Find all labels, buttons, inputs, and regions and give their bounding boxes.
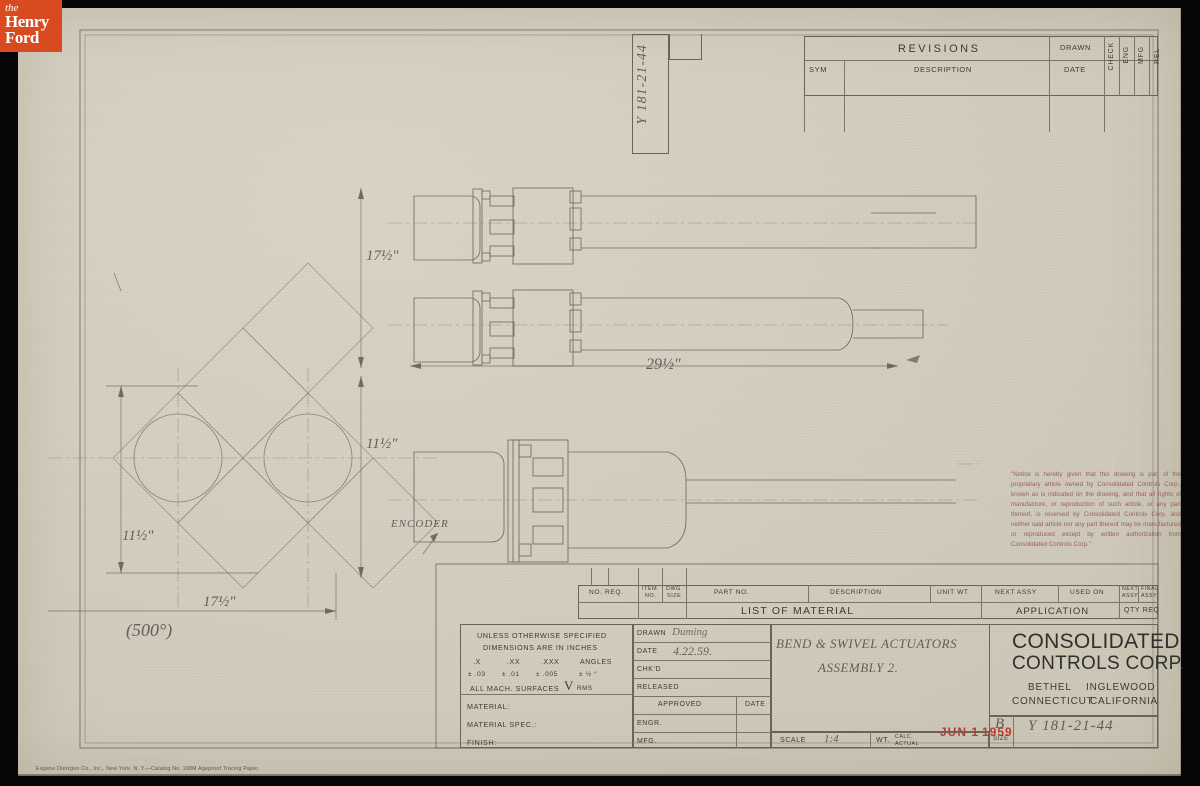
size-letter-value: B xyxy=(995,716,1005,732)
tolerance-col-angles: ANGLES xyxy=(580,659,612,666)
photo-edge-bottom xyxy=(0,774,1200,786)
revisions-col-eng: ENG xyxy=(1123,46,1130,64)
angle-note: (500°) xyxy=(126,620,173,640)
lom-header-dwg-size-line1: DWG xyxy=(666,586,681,592)
released-label: RELEASED xyxy=(637,684,680,691)
tolerance-col-xx: .XX xyxy=(507,659,521,666)
lom-band-title: LIST OF MATERIAL xyxy=(741,605,855,617)
tolerance-line2: DIMENSIONS ARE IN INCHES xyxy=(483,643,598,652)
company-state-california: CALIFORNIA xyxy=(1090,696,1159,707)
scale-label: SCALE xyxy=(780,737,806,744)
lom-header-item-no-line2: NO. xyxy=(645,593,657,599)
lom-header-next-assy-2-line2: ASSY xyxy=(1122,593,1139,599)
company-state-connecticut: CONNECTICUT xyxy=(1012,696,1094,707)
dimension-11-half-elevation: 11½" xyxy=(366,436,398,452)
tolerance-col-xxx: .XXX xyxy=(541,659,560,666)
revisions-col-check: CHECK xyxy=(1108,42,1115,71)
engr-label: ENGR. xyxy=(637,720,663,727)
revisions-col-rel: REL xyxy=(1154,48,1161,65)
checked-label: CHK'D xyxy=(637,666,662,673)
size-drawing-number-block xyxy=(989,716,1158,748)
lom-header-final-assy-line2: ASSY xyxy=(1141,593,1158,599)
lom-header-part-no: PART NO. xyxy=(714,589,750,596)
dimension-11-half-plan: 11½" xyxy=(122,528,154,544)
machined-surfaces-label: ALL MACH. SURFACES xyxy=(470,684,560,693)
tolerance-val-angles: ± ½ ° xyxy=(579,671,598,678)
lom-header-unit-wt: UNIT WT xyxy=(937,589,969,596)
drawing-number-box xyxy=(632,34,669,154)
weight-actual-label: ACTUAL xyxy=(895,741,920,747)
revisions-table xyxy=(804,36,1158,96)
company-city-bethel: BETHEL xyxy=(1028,682,1072,693)
qty-req-band-title: QTY REQ xyxy=(1124,607,1160,614)
tolerance-line1: UNLESS OTHERWISE SPECIFIED xyxy=(477,631,607,640)
company-block xyxy=(989,624,1158,716)
title-line1: BEND & SWIVEL ACTUATORS xyxy=(776,636,958,651)
scale-weight-row xyxy=(771,732,989,748)
revisions-col-description: DESCRIPTION xyxy=(914,65,972,74)
weight-calc-label: CALC. xyxy=(895,734,914,740)
lom-header-description: DESCRIPTION xyxy=(830,589,882,596)
footer-credit: Eugene Dietzgen Co., Inc., New York, N. … xyxy=(36,766,260,772)
tolerance-val-x: ± .03 xyxy=(468,671,486,678)
drawn-value: Duming xyxy=(672,626,708,638)
drawing-number-value: Y 181-21-44 xyxy=(1028,718,1114,734)
lom-header-next-assy: NEXT ASSY xyxy=(995,589,1037,596)
scale-value: 1:4 xyxy=(824,733,839,745)
revisions-date-label: DATE xyxy=(1064,65,1086,74)
logo-ford: Ford xyxy=(5,28,39,47)
title-description-area xyxy=(771,624,989,732)
finish-label: FINISH: xyxy=(467,738,497,747)
lom-header-next-assy-2-line1: NEXT xyxy=(1122,586,1139,592)
machined-surfaces-rms: RMS xyxy=(577,685,593,692)
tolerance-block xyxy=(460,624,633,748)
drawing-number-vertical: Y 181-21-44 xyxy=(635,44,650,125)
encoder-label: ENCODER xyxy=(391,518,449,530)
drawing-number-tab xyxy=(669,34,702,60)
date-value: 4.22.59. xyxy=(673,644,712,658)
photo-edge-right xyxy=(1180,0,1200,786)
lom-header-used-on: USED ON xyxy=(1070,589,1105,596)
approved-date-label: DATE xyxy=(745,701,766,708)
drawing-sheet: Y 181-21-44 REVISIONS SYM DESCRIPTION DR… xyxy=(18,8,1184,776)
henry-ford-logo: the Henry Ford xyxy=(0,0,62,52)
company-city-inglewood: INGLEWOOD xyxy=(1086,682,1156,693)
logo-henry: Henry xyxy=(5,12,49,31)
company-name-line2: CONTROLS CORP. xyxy=(1012,653,1185,674)
material-label: MATERIAL: xyxy=(467,702,510,711)
size-label: SIZE xyxy=(993,736,1009,742)
dimension-17-half-top: 17½" xyxy=(366,248,399,264)
title-line2: ASSEMBLY 2. xyxy=(818,660,899,675)
material-spec-label: MATERIAL SPEC.: xyxy=(467,720,537,729)
date-label: DATE xyxy=(637,648,658,655)
approved-label: APPROVED xyxy=(658,701,702,708)
lom-header-item-no-line1: ITEM xyxy=(642,586,658,592)
revisions-col-sym: SYM xyxy=(809,65,828,74)
proprietary-notice: "Notice is hereby given that this drawin… xyxy=(1011,471,1181,549)
lom-header-final-assy-line1: FINAL xyxy=(1141,586,1159,592)
tolerance-val-xxx: ± .005 xyxy=(536,671,558,678)
lom-header-no-req: NO. REQ. xyxy=(589,589,624,596)
revisions-col-mfg: MFG xyxy=(1138,46,1145,64)
application-band-title: APPLICATION xyxy=(1016,606,1090,617)
surface-finish-symbol: V xyxy=(564,678,574,693)
dimension-17-half-plan: 17½" xyxy=(203,594,236,610)
revisions-drawn-label: DRAWN xyxy=(1060,43,1092,52)
tolerance-val-xx: ± .01 xyxy=(502,671,520,678)
drawn-label: DRAWN xyxy=(637,630,667,637)
dimension-29-half-middle: 29½" xyxy=(646,356,681,373)
weight-label: WT. xyxy=(876,737,890,744)
company-name-line1: CONSOLIDATED xyxy=(1012,630,1180,653)
mfg-label: MFG. xyxy=(637,738,657,745)
tolerance-col-x: .X xyxy=(473,659,481,666)
revisions-title: REVISIONS xyxy=(898,43,981,55)
lom-header-dwg-size-line2: SIZE xyxy=(667,593,682,599)
approvals-block xyxy=(633,624,771,748)
logo-the: the xyxy=(5,2,19,14)
